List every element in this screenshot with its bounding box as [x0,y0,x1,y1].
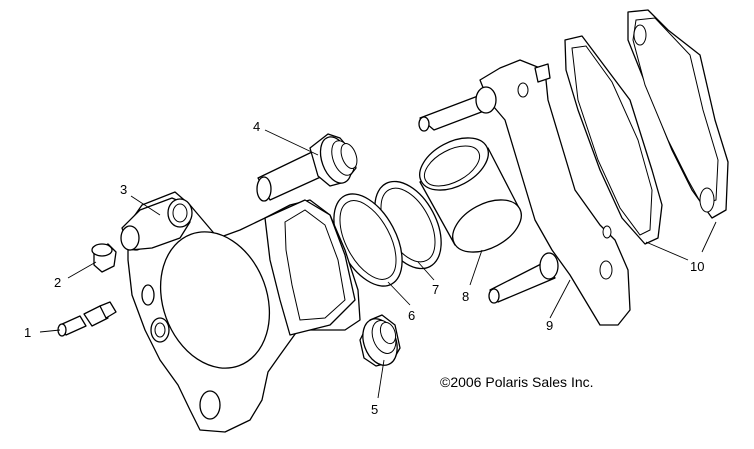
callout-4: 4 [253,119,260,134]
callout-7: 7 [432,282,439,297]
piston [419,137,522,253]
boot [359,314,401,367]
inner-brake-pad [564,35,663,245]
callout-3: 3 [120,182,127,197]
outer-brake-pad [627,9,729,219]
dust-seal [333,193,403,287]
leader-lines [39,129,717,399]
callout-2: 2 [54,275,61,290]
mounting-bracket [479,59,631,326]
bleeder-cap [91,243,117,273]
callout-10: 10 [690,259,704,274]
callout-6: 6 [408,308,415,323]
callout-5: 5 [371,402,378,417]
bracket-pin-upper [418,63,551,132]
callout-1: 1 [24,325,31,340]
bracket-pin-lower [488,252,559,304]
callout-8: 8 [462,289,469,304]
copyright-notice: ©2006 Polaris Sales Inc. [440,374,594,390]
caliper-body [120,191,361,433]
callout-9: 9 [546,318,553,333]
slide-pin-with-boot [256,133,358,202]
bleeder-screw [57,301,117,337]
